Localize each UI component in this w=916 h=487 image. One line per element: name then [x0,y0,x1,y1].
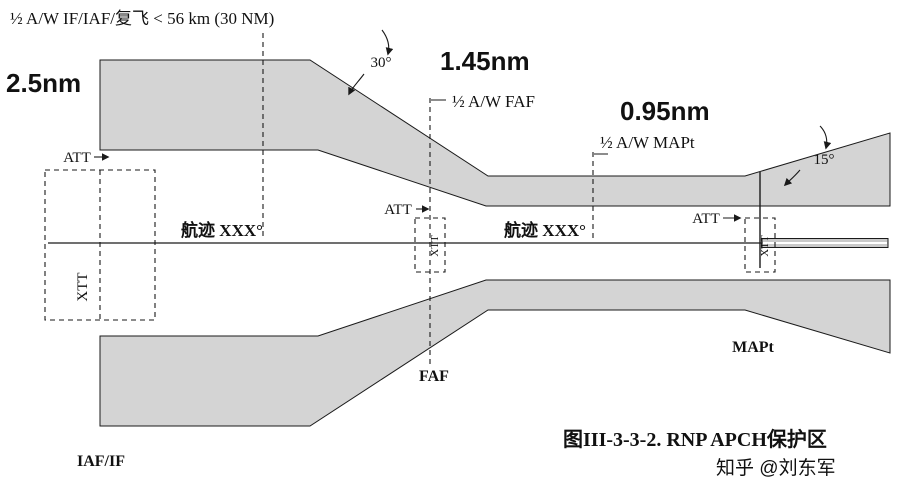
watermark-text: 知乎 @刘东军 [716,457,836,479]
angle-15-lower-arrow [783,169,801,187]
angle-30-label: 30° [371,55,392,71]
runway-symbol [761,238,889,248]
figure-caption: 图III-3-3-2. RNP APCH保护区 [563,427,827,451]
xtt-left-label: XTT [75,272,91,301]
angle-15-upper-arrow [819,125,832,150]
att-left-label: ATT [63,150,91,166]
track-label-left: 航迹 XXX° [181,220,263,240]
att-right-label: ATT [692,211,720,227]
track-label-right: 航迹 XXX° [504,220,586,240]
xtt-mid-label: XTT [429,235,441,257]
iaf-if-fix-label: IAF/IF [77,453,125,470]
mapt-tolerance-box [744,217,776,273]
angle-30-lower-arrow [348,73,365,96]
faf-tolerance-box [414,217,446,273]
half-aw-faf-label: ½ A/W FAF [452,92,535,111]
mapt-fix-label: MAPt [732,339,774,356]
lower-protection-band [99,279,891,427]
width-intermediate-label: 1.45nm [440,46,530,76]
upper-protection-band [99,59,891,207]
angle-30-upper-arrow [381,29,394,56]
xtt-right-label: XTT [759,235,771,257]
width-initial-label: 2.5nm [6,68,81,98]
faf-fix-label: FAF [419,368,449,385]
halfwidth-initial-note: ½ A/W IF/IAF/复飞 < 56 km (30 NM) [10,9,274,28]
angle-15-label: 15° [814,152,835,168]
width-final-label: 0.95nm [620,96,710,126]
half-aw-mapt-label: ½ A/W MAPt [600,133,695,152]
att-mid-label: ATT [384,202,412,218]
